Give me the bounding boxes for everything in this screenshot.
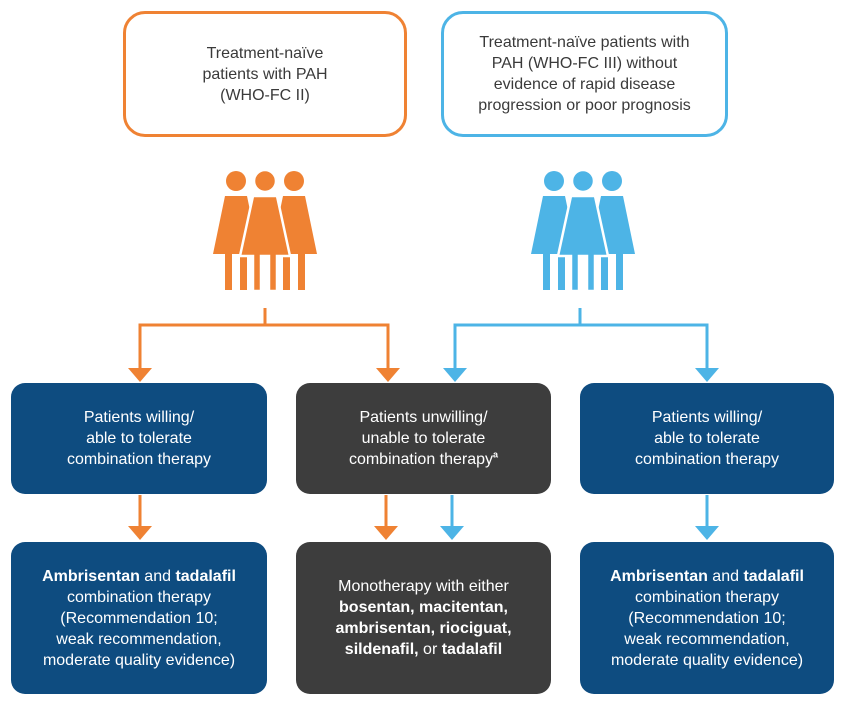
decision-text: Patients willing/ — [83, 409, 195, 426]
blue-connectors — [450, 308, 709, 530]
arrowhead — [128, 368, 152, 382]
population-text: Treatment-naïve patients with — [479, 34, 690, 51]
drug-name: tadalafil — [175, 567, 236, 585]
outcome-text: moderate quality evidence) — [42, 651, 236, 669]
orange-connectors — [138, 308, 390, 530]
outcome-combination-right: Ambrisentan and tadalafil combination th… — [580, 542, 834, 694]
population-text: progression or poor prognosis — [478, 97, 691, 114]
women-group-icon — [213, 168, 317, 293]
orange-split-line — [138, 308, 390, 372]
outcome-text: weak recommendation, — [624, 630, 790, 648]
drug-name: tadalafil — [441, 641, 503, 658]
population-text: PAH (WHO-FC III) without — [491, 55, 678, 72]
decision-text: able to tolerate — [654, 430, 760, 447]
outcome-text: (Recommendation 10; — [628, 609, 786, 627]
conjunction: and — [139, 567, 176, 585]
population-text: Treatment-naïve — [206, 44, 324, 62]
outcome-text: (Recommendation 10; — [60, 609, 218, 627]
blue-arrowheads — [440, 368, 719, 540]
population-box-fc2: Treatment-naïve patients with PAH (WHO-F… — [123, 11, 407, 137]
footnote-marker: a — [493, 449, 499, 460]
women-group-icon — [531, 168, 635, 293]
outcome-text: combination therapy — [634, 588, 780, 606]
decision-text: combination therapy — [66, 451, 212, 468]
drug-name: Ambrisentan — [42, 567, 140, 585]
orange-arrowheads — [128, 368, 400, 540]
conjunction: or — [418, 641, 442, 658]
drug-name: Ambrisentan — [610, 567, 708, 585]
arrowhead — [695, 368, 719, 382]
arrowhead — [695, 526, 719, 540]
decision-text: able to tolerate — [86, 430, 192, 447]
arrowhead — [376, 368, 400, 382]
population-text: evidence of rapid disease — [493, 76, 676, 93]
arrowhead — [440, 526, 464, 540]
drug-name: tadalafil — [743, 567, 804, 585]
outcome-text: combination therapy — [66, 588, 212, 606]
arrowhead — [128, 526, 152, 540]
drug-list: ambrisentan, riociguat, — [335, 620, 512, 637]
population-text: (WHO-FC II) — [220, 86, 310, 104]
decision-text: Patients willing/ — [651, 409, 763, 426]
decision-text: unable to tolerate — [361, 430, 486, 447]
outcome-monotherapy: Monotherapy with either bosentan, macite… — [296, 542, 551, 694]
decision-willing-left: Patients willing/ able to tolerate combi… — [11, 383, 267, 494]
blue-split-line — [453, 308, 709, 372]
outcome-text: moderate quality evidence) — [610, 651, 804, 669]
decision-text: combination therapy — [348, 451, 494, 468]
conjunction: and — [707, 567, 744, 585]
population-text: patients with PAH — [202, 65, 328, 83]
outcome-text: weak recommendation, — [56, 630, 222, 648]
drug-list: bosentan, macitentan, — [339, 599, 508, 616]
decision-text: Patients unwilling/ — [359, 409, 488, 426]
population-box-fc3: Treatment-naïve patients with PAH (WHO-F… — [441, 11, 728, 137]
drug-list: sildenafil, — [344, 641, 419, 658]
decision-unwilling: Patients unwilling/ unable to tolerate c… — [296, 383, 551, 494]
outcome-text: Monotherapy with either — [338, 578, 509, 595]
outcome-combination-left: Ambrisentan and tadalafil combination th… — [11, 542, 267, 694]
decision-willing-right: Patients willing/ able to tolerate combi… — [580, 383, 834, 494]
arrowhead — [374, 526, 398, 540]
woman-figure-center — [556, 168, 610, 293]
arrowhead — [443, 368, 467, 382]
woman-figure-center — [238, 168, 292, 293]
decision-text: combination therapy — [634, 451, 780, 468]
